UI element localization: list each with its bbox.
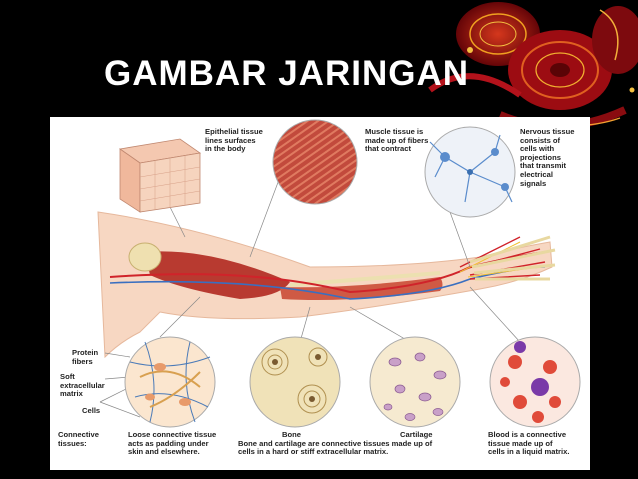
arm-silhouette [97, 211, 553, 359]
blood-tissue-image [489, 336, 581, 428]
bone-cartilage-label: Bone and cartilage are connective tissue… [238, 438, 433, 457]
tissue-illustration [97, 119, 581, 428]
loose-connective-tissue-image [124, 336, 216, 428]
nervous-tissue-image [424, 126, 516, 218]
humerus-bone [128, 242, 162, 272]
slide-title: GAMBAR JARINGAN [104, 54, 469, 93]
cartilage-tissue-image [369, 336, 461, 428]
bone-title: Bone [282, 430, 301, 439]
epithelial-tissue-image [118, 138, 202, 213]
cartilage-title: Cartilage [400, 430, 433, 439]
bone-tissue-image [249, 336, 341, 428]
decorative-swirl-ornament [428, 2, 638, 131]
cells-label: Cells [82, 406, 101, 415]
muscle-tissue-image [272, 119, 358, 205]
